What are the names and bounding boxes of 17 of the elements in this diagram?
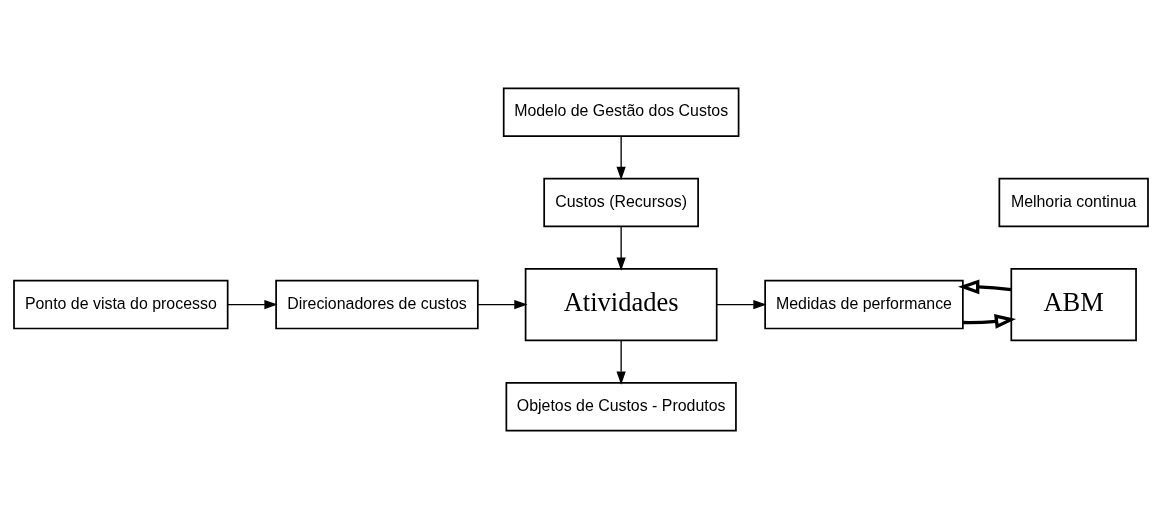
arrow [616, 135, 626, 180]
arrow [477, 299, 528, 309]
node-box: Ponto de vista do processo [13, 279, 229, 329]
node-box: Custos (Recursos) [543, 177, 699, 227]
node-box: ABM [1010, 267, 1137, 341]
arrow [227, 299, 278, 309]
node-box: Medidas de performance [764, 279, 964, 329]
arrow [716, 299, 767, 309]
node-box: Atividades [524, 267, 718, 341]
arrow [958, 278, 1012, 294]
node-box: Modelo de Gestão dos Custos [502, 86, 740, 137]
node-box: Melhoria continua [998, 177, 1149, 227]
node-box: Objetos de Custos - Produtos [505, 381, 737, 432]
node-box: Direcionadores de custos [275, 279, 479, 329]
arrow [963, 313, 1017, 329]
arrow [616, 225, 626, 271]
arrow [616, 339, 626, 385]
